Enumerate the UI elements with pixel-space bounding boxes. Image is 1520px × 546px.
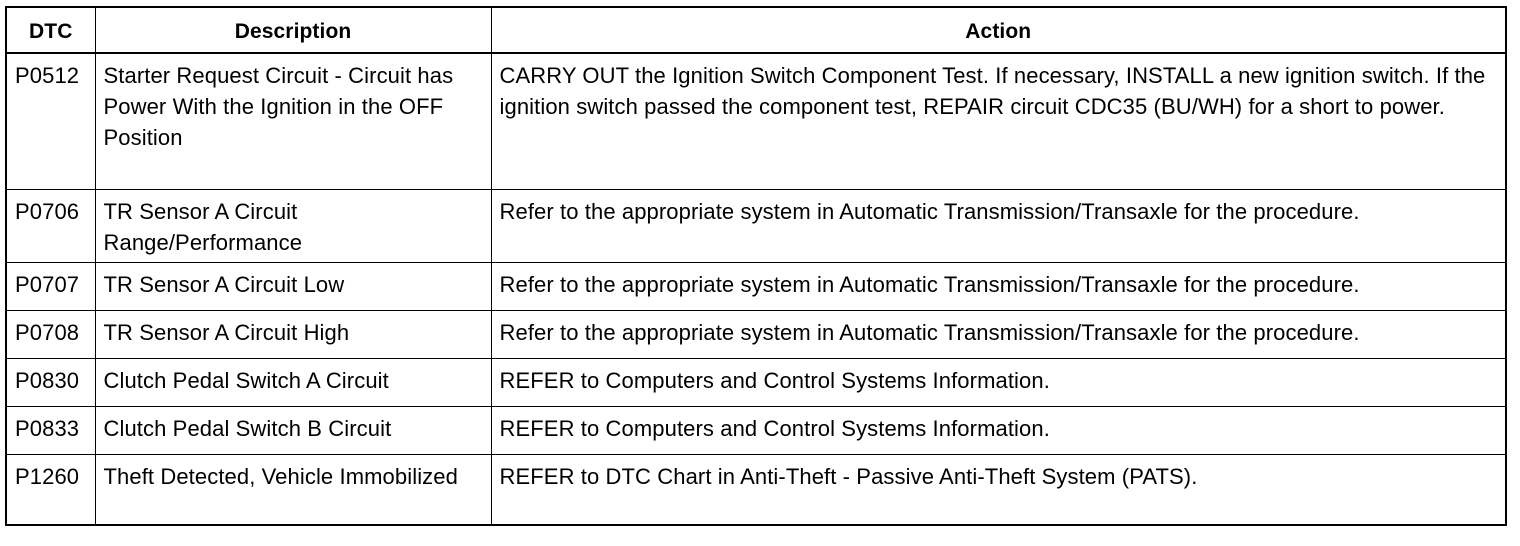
description-cell: TR Sensor A Circuit Low (94, 262, 492, 311)
table-row: P0706 TR Sensor A Circuit Range/Performa… (5, 189, 1507, 263)
dtc-code-cell: P0512 (5, 52, 96, 190)
action-cell: CARRY OUT the Ignition Switch Component … (490, 52, 1507, 190)
action-cell: REFER to Computers and Control Systems I… (490, 358, 1507, 407)
table-row: P0830 Clutch Pedal Switch A Circuit REFE… (5, 358, 1507, 407)
action-cell: REFER to Computers and Control Systems I… (490, 406, 1507, 455)
dtc-code-cell: P0706 (5, 189, 96, 263)
description-cell: TR Sensor A Circuit Range/Performance (94, 189, 492, 263)
description-cell: Starter Request Circuit - Circuit has Po… (94, 52, 492, 190)
action-cell: Refer to the appropriate system in Autom… (490, 262, 1507, 311)
table-row: P0708 TR Sensor A Circuit High Refer to … (5, 310, 1507, 359)
header-description: Description (94, 6, 492, 54)
table-row: P0833 Clutch Pedal Switch B Circuit REFE… (5, 406, 1507, 455)
description-cell: Clutch Pedal Switch A Circuit (94, 358, 492, 407)
action-cell: Refer to the appropriate system in Autom… (490, 189, 1507, 263)
dtc-code-cell: P0708 (5, 310, 96, 359)
header-dtc: DTC (5, 6, 96, 54)
action-cell: REFER to DTC Chart in Anti-Theft - Passi… (490, 454, 1507, 526)
dtc-table: DTC Description Action P0512 Starter Req… (5, 6, 1507, 526)
description-cell: Theft Detected, Vehicle Immobilized (94, 454, 492, 526)
dtc-code-cell: P1260 (5, 454, 96, 526)
dtc-code-cell: P0707 (5, 262, 96, 311)
description-cell: Clutch Pedal Switch B Circuit (94, 406, 492, 455)
description-cell: TR Sensor A Circuit High (94, 310, 492, 359)
header-row: DTC Description Action (5, 6, 1507, 54)
table-body: P0512 Starter Request Circuit - Circuit … (5, 52, 1507, 526)
action-cell: Refer to the appropriate system in Autom… (490, 310, 1507, 359)
table-header: DTC Description Action (5, 6, 1507, 54)
table-row: P0512 Starter Request Circuit - Circuit … (5, 52, 1507, 190)
header-action: Action (490, 6, 1507, 54)
table-row: P0707 TR Sensor A Circuit Low Refer to t… (5, 262, 1507, 311)
dtc-code-cell: P0830 (5, 358, 96, 407)
dtc-code-cell: P0833 (5, 406, 96, 455)
table-row: P1260 Theft Detected, Vehicle Immobilize… (5, 454, 1507, 526)
